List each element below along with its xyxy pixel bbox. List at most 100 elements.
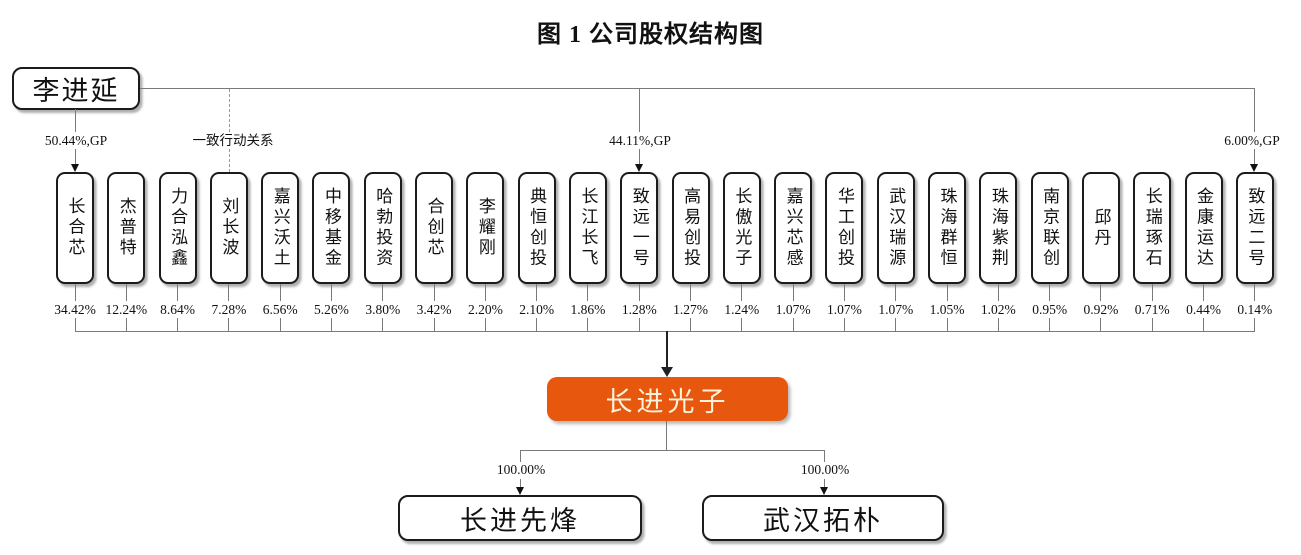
connector-line [382,318,384,331]
connector-line [690,318,692,331]
shareholder-box: 力合泓鑫 [158,172,197,284]
ownership-percent: 8.64% [160,302,196,317]
shareholder-box: 哈勃投资 [363,172,402,284]
shareholder-name: 李耀刚 [475,197,495,259]
shareholder-name: 长合芯 [65,197,85,259]
company-node: 长进光子 [547,377,788,421]
connector-line [895,284,897,301]
shareholder-column: 典恒创投 2.10% [517,172,556,331]
connector-line [639,88,640,134]
shareholder-box: 典恒创投 [517,172,556,284]
shareholder-name: 中移基金 [321,187,341,269]
connector-line [587,284,589,301]
shareholder-name: 致远一号 [629,187,649,269]
connector-line [1254,149,1255,164]
connector-line [228,318,230,331]
shareholder-name: 哈勃投资 [373,187,393,269]
ownership-percent: 0.71% [1134,302,1170,317]
shareholder-name: 杰普特 [116,197,136,259]
connector-line [1254,318,1256,331]
subsidiary-name: 长进先烽 [460,505,580,536]
shareholder-column: 珠海群恒 1.05% [928,172,967,331]
shareholder-name: 高易创投 [681,187,701,269]
shareholder-column: 致远一号 1.28% [620,172,659,331]
connector-line [279,284,281,301]
shareholder-box: 嘉兴芯感 [774,172,813,284]
shareholder-column: 致远二号 0.14% [1235,172,1274,331]
ownership-percent: 3.42% [416,302,452,317]
connector-line [946,318,948,331]
connector-line [228,284,230,301]
ownership-percent: 1.24% [724,302,760,317]
shareholder-column: 长合芯 34.42% [54,172,96,331]
company-name: 长进光子 [605,386,730,417]
shareholder-name: 致远二号 [1245,187,1265,269]
connector-line [484,284,486,301]
connector-line [895,318,897,331]
shareholder-name: 嘉兴沃土 [270,187,290,269]
collector-line [75,331,1255,332]
ownership-percent: 2.10% [519,302,555,317]
connector-line [125,284,127,301]
shareholder-box: 杰普特 [107,172,146,284]
shareholder-column: 杰普特 12.24% [105,172,147,331]
connector-line [587,318,589,331]
shareholder-box: 刘长波 [209,172,248,284]
shareholder-name: 珠海紫荆 [988,187,1008,269]
shareholders-row: 长合芯 34.42% 杰普特 12.24% 力合泓鑫 8.64% 刘长 [54,172,1274,331]
connector-line [741,284,743,301]
shareholder-box: 南京联创 [1030,172,1069,284]
shareholder-box: 合创芯 [415,172,454,284]
ownership-percent: 7.28% [211,302,247,317]
connector-line [382,284,384,301]
ownership-percent: 1.05% [929,302,965,317]
shareholder-column: 长瑞琢石 0.71% [1133,172,1172,331]
shareholder-column: 高易创投 1.27% [671,172,710,331]
shareholder-box: 金康运达 [1184,172,1223,284]
ownership-percent: 1.07% [827,302,862,317]
shareholder-box: 长傲光子 [722,172,761,284]
ownership-percent: 34.42% [54,302,96,317]
shareholder-column: 嘉兴沃土 6.56% [261,172,300,331]
connector-line [433,284,435,301]
shareholder-box: 邱丹 [1081,172,1120,284]
arrowhead-down-icon [71,164,79,172]
arrowhead-down-icon [635,164,643,172]
subsidiary-node-left: 长进先烽 [398,495,642,541]
shareholder-column: 哈勃投资 3.80% [363,172,402,331]
connector-line [125,318,127,331]
shareholder-box: 武汉瑞源 [876,172,915,284]
shareholder-name: 珠海群恒 [937,187,957,269]
connector-line [666,421,667,450]
ownership-percent: 2.20% [467,302,503,317]
connector-line [997,318,999,331]
connector-line [330,284,332,301]
shareholder-column: 珠海紫荆 1.02% [979,172,1018,331]
shareholder-name: 武汉瑞源 [886,187,906,269]
connector-line [74,318,76,331]
shareholder-box: 长瑞琢石 [1133,172,1172,284]
shareholder-column: 合创芯 3.42% [415,172,454,331]
connector-line [177,284,179,301]
shareholder-name: 长傲光子 [732,187,752,269]
connector-line [1151,318,1153,331]
arrowhead-down-icon [1250,164,1258,172]
shareholder-name: 刘长波 [219,197,239,259]
arrowhead-down-icon [820,487,828,495]
ownership-percent: 5.26% [314,302,349,317]
connector-line [536,284,538,301]
connector-line [1151,284,1153,301]
shareholder-column: 邱丹 0.92% [1081,172,1120,331]
shareholder-column: 刘长波 7.28% [209,172,248,331]
connector-line [279,318,281,331]
connector-line [75,149,76,164]
connector-line [75,109,76,134]
connector-line [824,479,825,488]
connector-line [177,318,179,331]
shareholder-name: 合创芯 [424,197,444,259]
subsidiary-percent: 100.00% [494,462,548,478]
connector-line [639,149,640,164]
shareholder-box: 致远二号 [1235,172,1274,284]
connector-line [843,318,845,331]
